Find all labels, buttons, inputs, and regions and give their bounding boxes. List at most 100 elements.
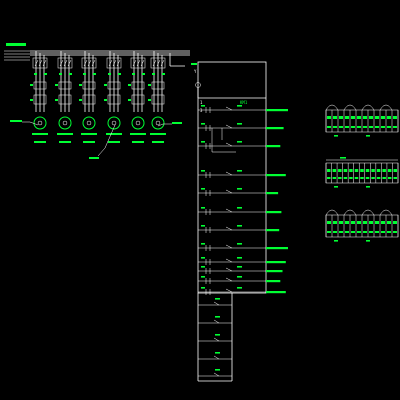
- breaker-icon: [57, 57, 73, 69]
- terminal-label: [363, 221, 367, 224]
- breaker-tag: [132, 73, 135, 75]
- terminal-label: [387, 169, 392, 172]
- motor-sublabel: [152, 141, 164, 143]
- terminal-foot-tag: [366, 186, 370, 188]
- terminal-label: [393, 126, 397, 128]
- terminal-label: [327, 231, 331, 233]
- switch-icon: [213, 319, 220, 324]
- terminal-block: [325, 209, 399, 242]
- motor-icon: [107, 116, 121, 130]
- motor-branches: [30, 51, 166, 143]
- terminal-label: [345, 221, 349, 224]
- overload-relay-icon: [33, 94, 47, 105]
- overload-tag-mark: [148, 99, 151, 101]
- terminal-label: [338, 177, 342, 179]
- rung-tag: [215, 334, 220, 336]
- motor-label-right: [172, 122, 182, 124]
- breaker-contacts-icon: [83, 59, 96, 67]
- breaker-tag: [108, 73, 111, 75]
- transformer-label: [191, 63, 197, 65]
- motor-core-icon: [155, 120, 161, 126]
- overload-tag-mark: [128, 99, 131, 101]
- breaker-tag: [152, 73, 155, 75]
- terminal-label: [327, 116, 331, 119]
- switch-icon: [225, 208, 233, 213]
- cable-loop-icon: [361, 209, 375, 216]
- breaker-contacts-icon: [108, 59, 121, 67]
- motor-icon: [151, 116, 165, 130]
- motor-label: [81, 133, 97, 135]
- terminal-label: [343, 169, 348, 172]
- overload-relay-icon: [58, 94, 72, 105]
- rung-tag: [237, 105, 242, 107]
- rung-tag: [237, 188, 242, 190]
- terminal-label: [381, 116, 385, 119]
- terminal-label: [387, 221, 391, 224]
- overload-tag-mark: [79, 99, 82, 101]
- interlock-branch: [211, 128, 236, 153]
- terminal-blocks: [325, 104, 399, 242]
- switch-icon: [225, 267, 233, 272]
- terminal-label: [332, 177, 337, 179]
- terminal-label: [381, 221, 385, 224]
- motor-sublabel: [83, 141, 95, 143]
- cable-loop-icon: [343, 104, 357, 111]
- overload-tag-mark: [30, 99, 33, 101]
- terminal-label: [387, 126, 391, 128]
- switch-icon: [225, 106, 233, 111]
- rung-tag: [237, 243, 242, 245]
- rung-terminal-label: [266, 192, 279, 195]
- ladder-rung: [198, 257, 286, 265]
- switch-icon: [225, 226, 233, 231]
- terminal-label: [339, 126, 343, 128]
- rung-tag: [237, 141, 242, 143]
- terminal-label: [393, 169, 397, 172]
- control-section: Y 1 3 KM1: [191, 61, 288, 382]
- breaker-icon: [106, 57, 122, 69]
- motor-label-left: [10, 120, 22, 122]
- overload-relay-icon: [82, 94, 96, 105]
- breaker-tag: [34, 73, 37, 75]
- terminal-label: [345, 126, 349, 128]
- rung-tag: [215, 298, 220, 300]
- ladder-rung: [198, 266, 283, 274]
- overload-relay-icon: [151, 94, 165, 105]
- contactor-tag-mark: [30, 84, 33, 86]
- motor-label: [57, 133, 73, 135]
- terminal-label: [327, 126, 331, 128]
- terminal-label: [357, 231, 361, 233]
- switch-icon: [213, 372, 220, 377]
- switch-icon: [225, 189, 233, 194]
- switch-icon: [225, 244, 233, 249]
- terminal-label: [357, 116, 361, 119]
- terminal-label: [393, 221, 397, 224]
- contactor-tag-mark: [148, 84, 151, 86]
- terminal-label: [375, 116, 379, 119]
- terminal-label: [381, 231, 385, 233]
- terminal-label: [327, 177, 331, 179]
- terminal-label: [354, 177, 359, 179]
- terminal-label: [343, 177, 348, 179]
- terminal-label: [371, 169, 375, 172]
- motor-icon: [58, 116, 72, 130]
- contact-icon: [205, 172, 211, 178]
- motor-sublabel: [132, 141, 144, 143]
- contact-icon: [205, 278, 211, 284]
- motor-core-icon: [135, 120, 141, 126]
- contactor-icon: [58, 81, 72, 90]
- rung-terminal-label: [266, 145, 281, 148]
- motor-label: [150, 133, 166, 135]
- breaker-tag: [93, 73, 96, 75]
- terminal-foot-tag: [334, 240, 338, 242]
- contact-icon: [205, 227, 211, 233]
- motor-core-icon: [62, 120, 68, 126]
- ladder-rung: [198, 207, 282, 215]
- cable-loop-icon: [325, 104, 339, 111]
- breaker-tag: [142, 73, 145, 75]
- terminal-block: [325, 104, 399, 137]
- contactor-icon: [131, 81, 145, 90]
- control-bottom-mark: 3: [200, 108, 203, 113]
- breaker-icon: [32, 57, 48, 69]
- terminal-label: [363, 116, 367, 119]
